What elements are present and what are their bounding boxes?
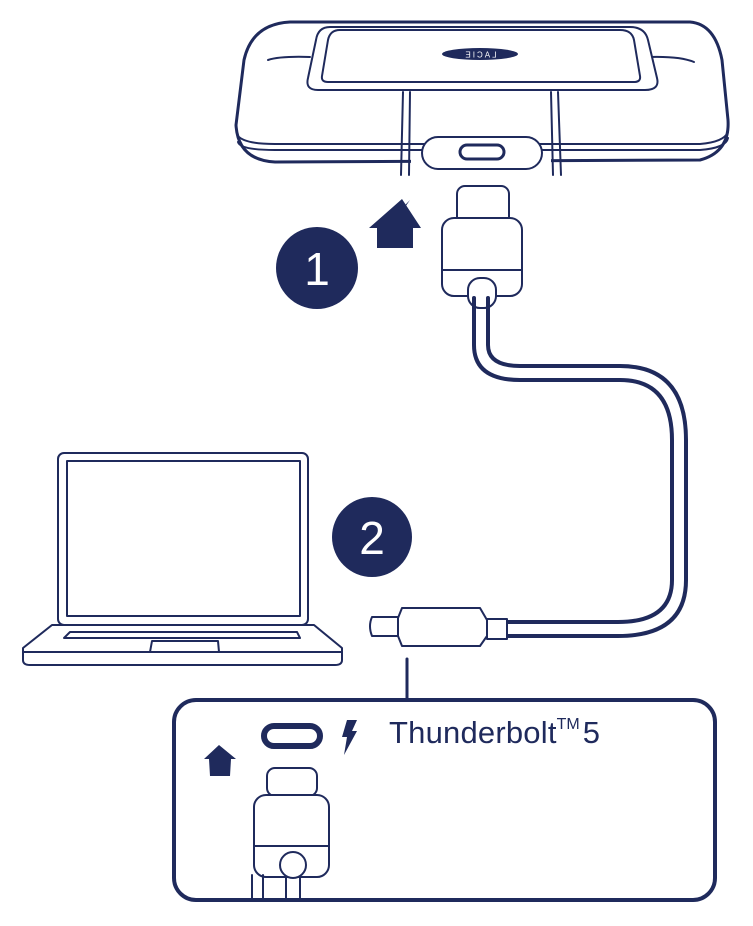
up-arrow-icon — [369, 199, 421, 248]
laptop-base — [22, 624, 343, 666]
drive-edge-right — [647, 55, 695, 63]
thunderbolt-icon — [342, 720, 357, 755]
step-2-circle — [332, 497, 412, 577]
thunderbolt-text: Thunderbolt — [389, 715, 557, 750]
plug-body-bottom — [397, 607, 488, 647]
step-1-number: 1 — [304, 243, 330, 295]
usb-c-cable — [472, 296, 688, 638]
step-2-badge: 2 — [332, 497, 412, 577]
usb-c-port-icon — [458, 143, 506, 161]
thunderbolt-callout — [172, 698, 717, 902]
plug-strain-bottom — [486, 618, 508, 640]
cable-inner — [486, 296, 688, 638]
lacie-logo-text: LACIE — [463, 51, 496, 60]
lacie-logo — [442, 48, 518, 60]
trademark-symbol: TM — [556, 716, 580, 733]
thunderbolt-version: 5 — [582, 715, 601, 750]
plug-tip-bottom — [369, 616, 401, 637]
lacie-drive: LACIE — [234, 20, 730, 176]
drive-strap-left — [400, 91, 411, 176]
usb-c-plug-top — [441, 185, 523, 309]
laptop-keyboard — [63, 631, 301, 639]
step-1-badge: 1 — [276, 227, 358, 309]
usb-c-plug-bottom — [369, 607, 508, 702]
step-2-number: 2 — [359, 512, 385, 564]
cable-outer — [472, 296, 674, 624]
callout-plug-strain — [279, 851, 307, 879]
step-1-circle — [276, 227, 358, 309]
drive-edge-left — [267, 55, 311, 61]
drive-lid-inner — [320, 29, 642, 83]
callout-box — [172, 698, 717, 902]
drive-strap-right — [550, 91, 562, 176]
callout-plug-tip — [266, 767, 318, 797]
port-housing — [421, 136, 543, 170]
laptop-screen — [66, 460, 301, 617]
callout-usb-c-port-icon — [261, 723, 323, 749]
callout-up-arrow-icon — [204, 745, 236, 776]
thunderbolt-5-label: ThunderboltTM5 — [389, 715, 600, 751]
laptop — [22, 452, 343, 666]
laptop-lid — [57, 452, 309, 626]
